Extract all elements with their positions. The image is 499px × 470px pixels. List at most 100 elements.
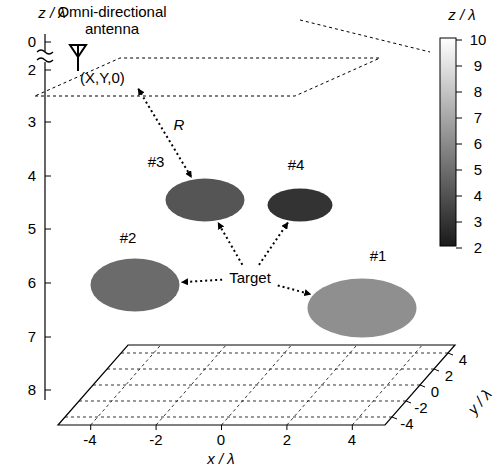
tick-mark (352, 425, 353, 430)
tick-label: 2 (445, 368, 453, 385)
antenna-symbol: Omni-directional antenna (X,Y,0) (50, 4, 174, 86)
tick-mark (90, 425, 91, 430)
tick-mark (456, 196, 462, 197)
tick-label: -4 (400, 416, 413, 433)
axis-break (37, 58, 53, 62)
grid-line (287, 345, 357, 425)
tick-label: 4 (474, 188, 482, 205)
pointer-arrow (218, 223, 242, 265)
target-fill (268, 189, 333, 222)
tick-label: 0 (431, 384, 439, 401)
tick-label: 3 (28, 114, 36, 131)
colorbar (440, 38, 456, 246)
grid-line (65, 417, 392, 418)
tick-mark (456, 92, 462, 93)
callout-number: #2 (120, 229, 137, 246)
tick-mark (156, 425, 157, 430)
tick-mark (45, 176, 51, 177)
tick-label: 8 (28, 382, 36, 399)
antenna-position: (X,Y,0) (50, 69, 174, 86)
distance-arrow (138, 89, 191, 178)
tick-mark (456, 248, 462, 249)
pointer-arrow (259, 223, 288, 265)
axis-title: x / λ (207, 451, 234, 468)
tick-mark (434, 369, 439, 371)
tick-mark (45, 122, 51, 123)
tick-mark (45, 70, 51, 71)
tick-mark (221, 425, 222, 430)
tick-label: 6 (474, 136, 482, 153)
antenna-plane-edge (300, 20, 430, 52)
tick-label: 4 (348, 432, 356, 449)
antenna-name: Omni-directional antenna (50, 4, 174, 37)
axis-title: z / λ (448, 7, 475, 24)
z-ticks (45, 42, 51, 390)
axis-break (37, 50, 53, 54)
tick-mark (45, 390, 51, 391)
target-ellipse: #2 (90, 258, 180, 312)
tick-label: 0 (28, 34, 36, 51)
callout-number: #4 (288, 156, 305, 173)
grid-line (93, 385, 420, 386)
tick-label: 7 (474, 110, 482, 127)
tick-label: 7 (28, 329, 36, 346)
tick-mark (420, 385, 425, 387)
tick-mark (448, 353, 453, 355)
pointer-arrow (182, 280, 222, 282)
grid-line (352, 345, 422, 425)
tick-mark (456, 144, 462, 145)
tick-mark (456, 170, 462, 171)
tick-mark (456, 118, 462, 119)
tick-mark (406, 401, 411, 403)
tick-label: 2 (283, 432, 291, 449)
ellipse-shape (165, 178, 245, 222)
target-fill (308, 279, 417, 338)
target-label-box: Target (225, 267, 275, 288)
callout-number: #3 (148, 153, 165, 170)
tick-label: -2 (414, 400, 427, 417)
pointer-arrow (278, 285, 311, 294)
tick-label: 5 (28, 221, 36, 238)
tick-label: 3 (474, 214, 482, 231)
ellipse-shape (307, 278, 417, 338)
colorbar-ticks (456, 40, 462, 248)
tick-label: 4 (28, 168, 36, 185)
tick-label: 10 (470, 32, 487, 49)
target-ellipse: #3 (165, 178, 245, 222)
tick-mark (456, 222, 462, 223)
target-fill (91, 259, 180, 312)
axis-title: y / λ (465, 386, 495, 418)
tick-mark (456, 40, 462, 41)
floor-outline (58, 345, 455, 425)
tick-label: 9 (474, 58, 482, 75)
ellipse-shape (90, 258, 180, 312)
z-axis (44, 34, 45, 52)
tick-mark (45, 229, 51, 230)
tick-mark (456, 66, 462, 67)
tick-label: 4 (459, 352, 467, 369)
callout-number: #1 (370, 247, 387, 264)
floor-grid (58, 345, 455, 430)
ellipse-shape (267, 188, 333, 222)
antenna-plane (35, 58, 380, 96)
tick-label: 6 (28, 275, 36, 292)
tick-mark (45, 42, 51, 43)
tick-mark (286, 425, 287, 430)
grid-line (121, 353, 448, 354)
z-axis (44, 62, 45, 400)
target-ellipse: #4 (267, 188, 333, 222)
tick-mark (45, 283, 51, 284)
tick-label: 2 (474, 240, 482, 257)
target-ellipse: #1 (307, 278, 417, 338)
antenna-stroke (70, 45, 86, 71)
tick-label: 2 (28, 62, 36, 79)
grid-line (107, 369, 434, 370)
target-text: Target (225, 267, 275, 288)
tick-mark (45, 337, 51, 338)
tick-label: -4 (83, 432, 96, 449)
tick-mark (392, 417, 397, 419)
tick-label: 8 (474, 84, 482, 101)
tick-label: 5 (474, 162, 482, 179)
tick-label: 0 (217, 432, 225, 449)
